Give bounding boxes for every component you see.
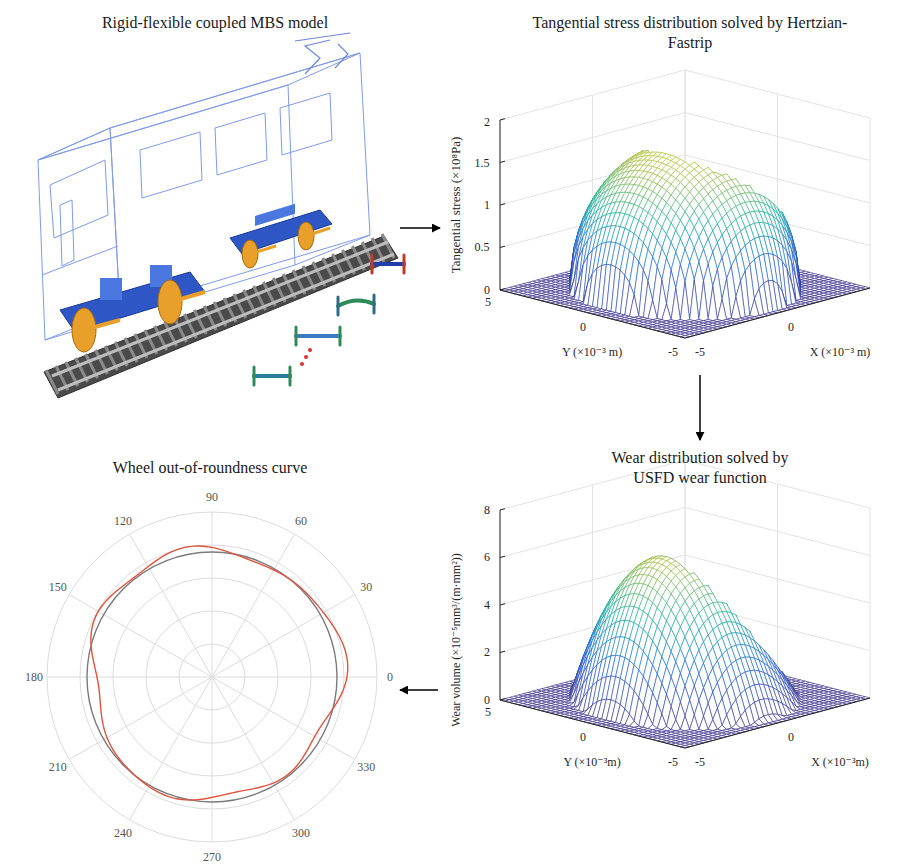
panel-heading: Tangential stress distribution solved by… bbox=[530, 5, 850, 53]
stress-surface-plot bbox=[500, 70, 870, 338]
axis-tick: -5 bbox=[695, 345, 705, 359]
angle-tick: 270 bbox=[203, 850, 221, 864]
axis-tick: 0 bbox=[580, 730, 586, 744]
axis-tick: 0.5 bbox=[475, 240, 490, 254]
axis-tick: 8 bbox=[484, 503, 490, 517]
axis-tick: 1.5 bbox=[475, 156, 490, 170]
panel-heading: Wear distribution solved by USFD wear fu… bbox=[590, 440, 810, 488]
axis-tick: X (×10⁻³ m) bbox=[810, 345, 871, 359]
axis-tick: 0 bbox=[484, 283, 490, 297]
panel-heading: Wheel out-of-roundness curve bbox=[60, 450, 360, 478]
axis-tick: X (×10⁻³m) bbox=[811, 755, 869, 769]
angle-tick: 120 bbox=[114, 514, 132, 528]
axis-tick: 0 bbox=[484, 693, 490, 707]
axis-tick: 5 bbox=[485, 295, 491, 309]
rear-bogie bbox=[230, 204, 332, 268]
angle-tick: 180 bbox=[25, 670, 43, 684]
axis-tick: -5 bbox=[668, 345, 678, 359]
angle-tick: 30 bbox=[360, 580, 372, 594]
panel: Tangential stress distribution solved by… bbox=[440, 5, 905, 375]
flow-arrow bbox=[400, 689, 438, 691]
axis-tick: Y (×10⁻³m) bbox=[563, 755, 620, 769]
angle-tick: 210 bbox=[49, 760, 67, 774]
axis-tick: -5 bbox=[695, 755, 705, 769]
pantograph bbox=[295, 33, 350, 74]
angle-tick: 150 bbox=[49, 580, 67, 594]
axis-title: Wear volume (×10⁻⁵mm³/(m·mm²)) bbox=[449, 553, 463, 726]
flow-arrow bbox=[400, 227, 440, 229]
axis-tick: 5 bbox=[485, 705, 491, 719]
angle-tick: 90 bbox=[206, 490, 218, 504]
polar-plot bbox=[47, 512, 377, 842]
panel-heading: Rigid-flexible coupled MBS model bbox=[45, 5, 385, 33]
axis-tick: 0 bbox=[580, 320, 586, 334]
track bbox=[44, 234, 398, 398]
angle-tick: 240 bbox=[114, 826, 132, 840]
axis-tick: 0 bbox=[788, 730, 794, 744]
angle-tick: 300 bbox=[292, 826, 310, 840]
axis-tick: -5 bbox=[668, 755, 678, 769]
panel: Wheel out-of-roundness curve bbox=[20, 450, 400, 860]
angle-tick: 330 bbox=[357, 760, 375, 774]
axis-tick: 1 bbox=[484, 198, 490, 212]
front-bogie bbox=[60, 265, 205, 352]
axis-tick: 2 bbox=[484, 115, 490, 129]
panel: Wear distribution solved by USFD wear fu… bbox=[438, 440, 905, 860]
axis-title: Tangential stress (×10⁸Pa) bbox=[449, 137, 463, 274]
panel: Rigid-flexible coupled MBS model bbox=[20, 5, 400, 385]
flexible-wheelsets bbox=[254, 255, 404, 385]
axis-tick: 0 bbox=[788, 320, 794, 334]
axis-tick: 4 bbox=[484, 598, 490, 612]
angle-tick: 60 bbox=[295, 514, 307, 528]
axis-tick: 2 bbox=[484, 645, 490, 659]
train-model bbox=[38, 33, 404, 398]
angle-tick: 0 bbox=[387, 670, 393, 684]
wear-surface-plot bbox=[500, 460, 870, 748]
axis-tick: 6 bbox=[484, 550, 490, 564]
flow-arrow bbox=[699, 375, 701, 440]
axis-tick: Y (×10⁻³ m) bbox=[562, 345, 622, 359]
car-body bbox=[38, 53, 370, 340]
